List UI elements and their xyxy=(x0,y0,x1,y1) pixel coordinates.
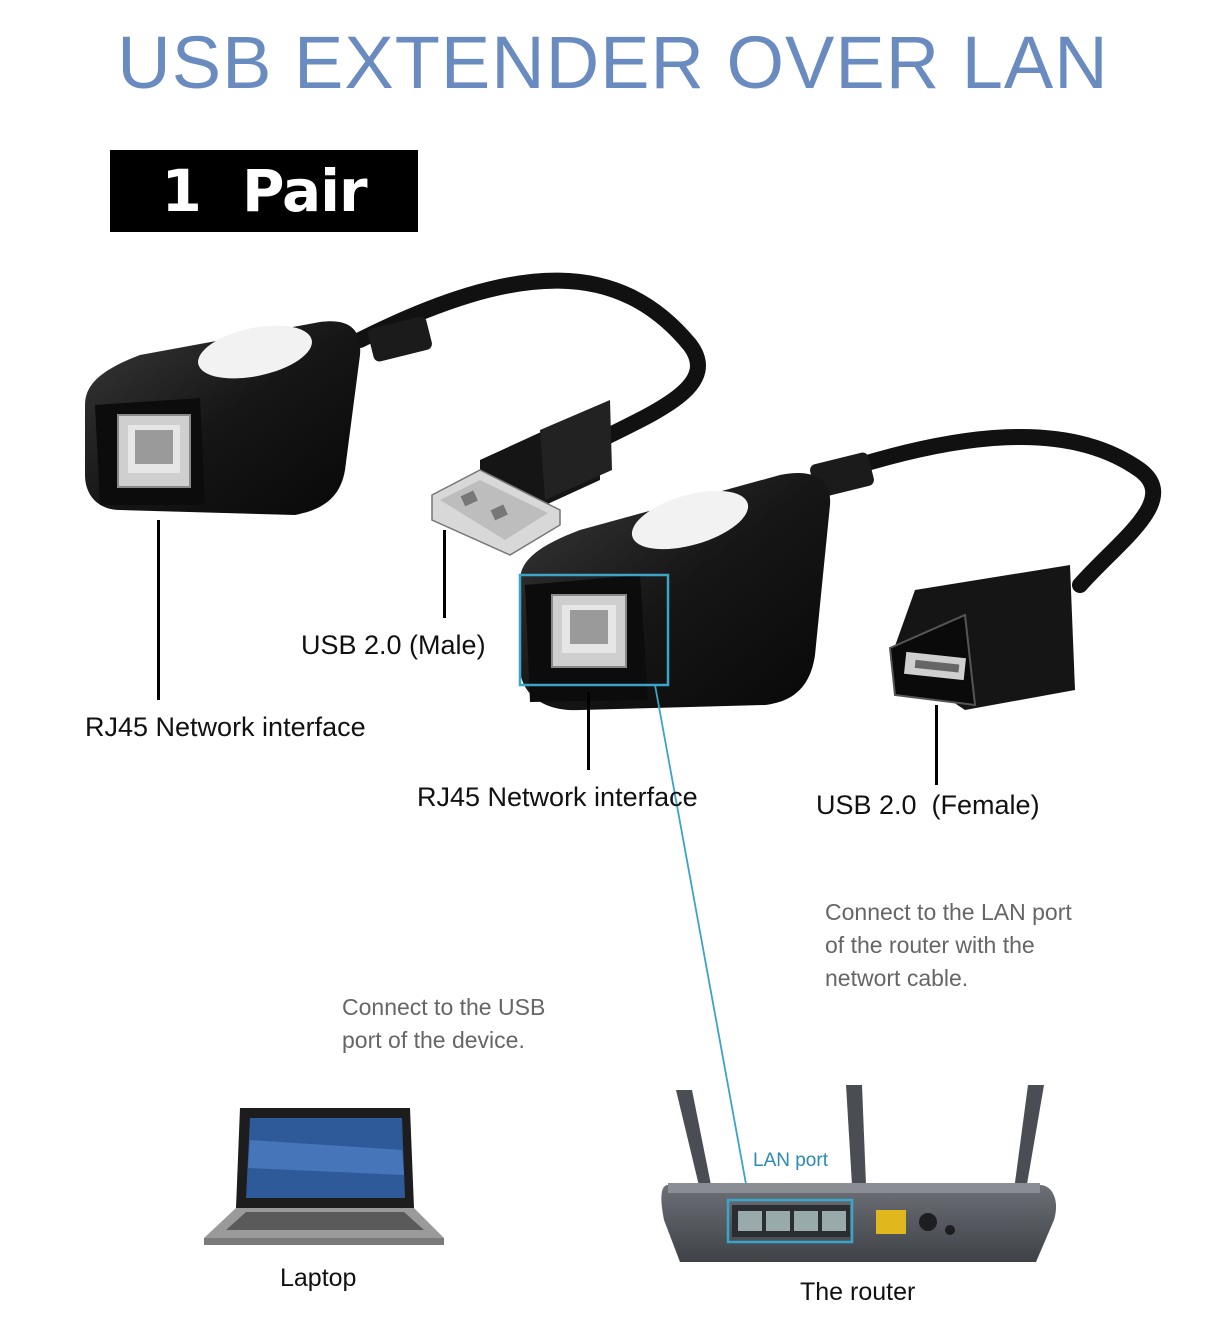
label-laptop: Laptop xyxy=(280,1264,357,1292)
usb-female-connector xyxy=(888,565,1075,710)
pair-badge: 1 Pair xyxy=(110,150,418,232)
lan-port-highlight-box xyxy=(726,1198,854,1244)
device-note: Connect to the USB port of the device. xyxy=(342,991,545,1057)
label-rj45-left: RJ45 Network interface xyxy=(85,712,366,742)
laptop-illustration xyxy=(204,1108,444,1245)
router-illustration xyxy=(661,1085,1057,1262)
left-adapter-cable xyxy=(352,272,706,448)
router-note-line: Connect to the LAN port xyxy=(825,899,1072,925)
label-rj45-right: RJ45 Network interface xyxy=(417,782,698,812)
device-note-line: Connect to the USB xyxy=(342,994,546,1020)
left-adapter-body xyxy=(85,321,361,515)
right-adapter-cable xyxy=(810,428,1162,593)
connection-line xyxy=(654,684,749,1196)
leader-rj45-right xyxy=(587,692,590,770)
router-note: Connect to the LAN port of the router wi… xyxy=(825,896,1072,995)
rj45-highlight-box xyxy=(518,573,670,687)
label-lan-port: LAN port xyxy=(753,1150,828,1171)
leader-usb-male xyxy=(443,530,446,618)
leader-rj45-left xyxy=(157,520,160,700)
label-usb-male: USB 2.0 (Male) xyxy=(301,630,486,660)
page-title: USB EXTENDER OVER LAN xyxy=(117,21,1109,104)
label-router: The router xyxy=(800,1278,916,1306)
device-note-line: port of the device. xyxy=(342,1027,525,1053)
leader-usb-female xyxy=(935,705,938,785)
router-note-line: networt cable. xyxy=(825,965,969,991)
router-note-line: of the router with the xyxy=(825,932,1035,958)
label-usb-female: USB 2.0 (Female) xyxy=(816,790,1040,820)
usb-male-connector xyxy=(431,400,612,556)
right-adapter-body xyxy=(520,473,831,711)
